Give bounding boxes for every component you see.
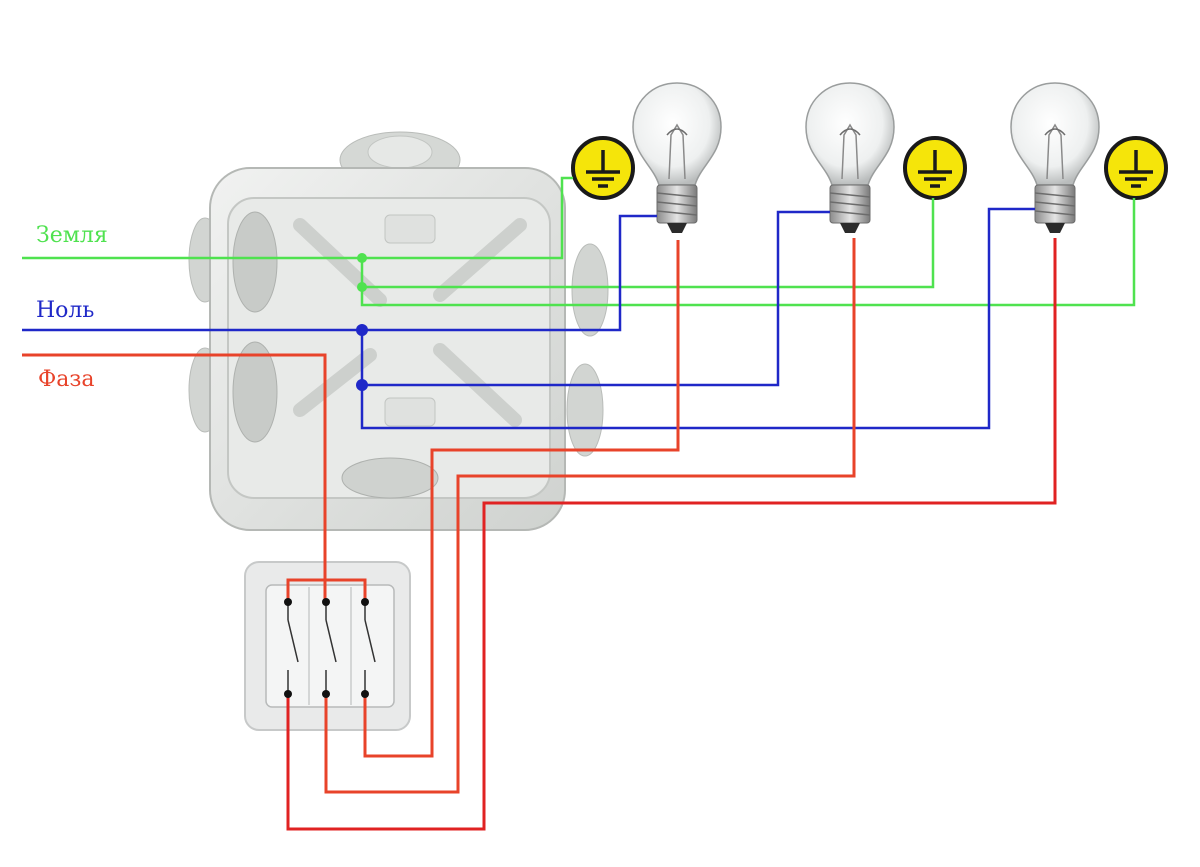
junction-dots [284, 253, 369, 698]
ground-symbol-icon [1104, 136, 1168, 200]
neutral-wires [22, 207, 1035, 430]
lamp [1010, 82, 1100, 234]
phase-wires [22, 238, 1057, 831]
ground-wires [22, 176, 1136, 307]
ground-symbol-icon [903, 136, 967, 200]
lamp [805, 82, 895, 234]
ground-symbol-icon [571, 136, 635, 200]
ground-label: Земля [36, 223, 108, 248]
phase-label: Фаза [38, 367, 95, 392]
lamp [632, 82, 722, 234]
neutral-label: Ноль [36, 298, 94, 323]
